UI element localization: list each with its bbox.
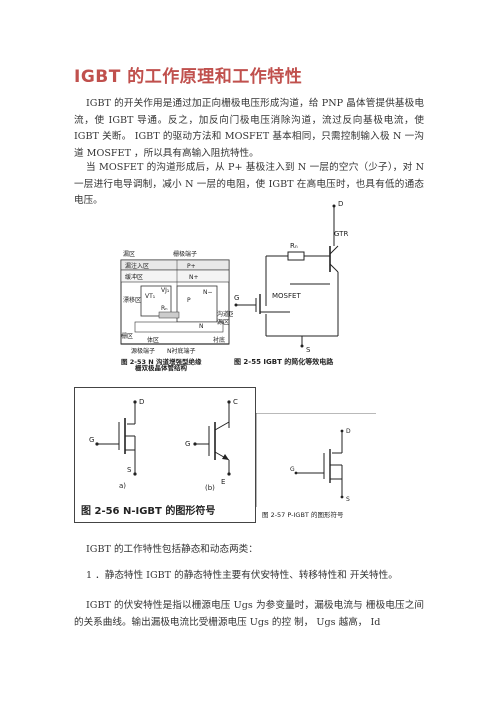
label-n-plus: N+ bbox=[189, 274, 199, 281]
paragraph-conductivity-modulation: 当 MOSFET 的沟道形成后，从 P+ 基极注入到 N 一层的空穴（少子），对… bbox=[74, 162, 424, 206]
paragraph-static-characteristics: 1 ．静态特性 IGBT 的静态特性主要有伏安特性、转移特性和 开关特性。 bbox=[86, 570, 398, 581]
label-p-drain: D bbox=[346, 428, 351, 435]
figure-p-igbt-symbol: D G S 图 2-57 P-IGBT 的图形符号 bbox=[255, 412, 376, 523]
paragraph-characteristics-intro: IGBT 的工作特性包括静态和动态两类： bbox=[86, 544, 258, 555]
label-p-source: S bbox=[346, 496, 350, 503]
label-mosfet: MOSFET bbox=[272, 292, 301, 300]
paragraph-iv-characteristics: IGBT 的伏安特性是指以栅源电压 Ugs 为参变量时，漏极电流与 栅极电压之间… bbox=[74, 600, 424, 628]
figure-n-igbt-symbols: D G S C G E a) (b) 图 2-56 N-IGBT 的图形符号 bbox=[74, 387, 256, 523]
caption-fig-2-56: 图 2-56 N-IGBT 的图形符号 bbox=[81, 506, 216, 517]
caption-fig-2-55: 图 2-55 IGBT 的简化等效电路 bbox=[234, 358, 334, 366]
label-rn: Rₙ bbox=[161, 305, 168, 312]
label-p-plus: P+ bbox=[187, 263, 196, 270]
label-substrate: 衬底 bbox=[213, 336, 225, 344]
caption-fig-2-53-line2: 栅双极晶体管结构 bbox=[135, 364, 187, 372]
label-injection-region: 漏注入区 bbox=[125, 262, 149, 270]
label-drift-region: 漂移区 bbox=[123, 296, 141, 304]
caption-fig-2-57: 图 2-57 P-IGBT 的图形符号 bbox=[262, 511, 344, 519]
page-title: IGBT 的工作原理和工作特性 bbox=[74, 67, 303, 87]
label-p: P bbox=[187, 297, 191, 304]
label-n: N bbox=[199, 323, 204, 330]
label-source-region: 源区 bbox=[217, 318, 229, 326]
label-gtr: GTR bbox=[334, 230, 348, 238]
caption-fig-2-53-line1: 图 2-53 N 沟道增强型绝缘 bbox=[121, 358, 202, 366]
label-sub-a: a) bbox=[119, 482, 126, 490]
n-igbt-symbol-diagram: D G S C G E a) (b) bbox=[89, 398, 238, 492]
label-sub-b: (b) bbox=[205, 484, 215, 492]
label-vt1: VT₁ bbox=[145, 293, 156, 300]
label-channel-region: 沟道区 bbox=[217, 310, 233, 318]
label-n-gate-b: G bbox=[185, 440, 190, 448]
label-buffer-region: 缓冲区 bbox=[125, 273, 143, 281]
figure-igbt-equivalent-circuit: D GTR Rₙ G MOSFET S 图 2-55 IGBT 的简化等效电路 bbox=[230, 194, 350, 368]
igbt-equivalent-circuit-diagram: D GTR Rₙ G MOSFET S bbox=[234, 200, 348, 354]
label-gate-region: 栅区 bbox=[121, 332, 133, 340]
label-gate: G bbox=[234, 294, 239, 302]
label-drain: D bbox=[338, 200, 343, 208]
label-resistor-rn: Rₙ bbox=[290, 242, 298, 250]
label-source: S bbox=[306, 346, 311, 354]
label-n-minus: N− bbox=[203, 289, 213, 296]
label-n-source: S bbox=[127, 466, 132, 474]
p-igbt-symbol-diagram: D G S bbox=[255, 412, 376, 523]
figure-igbt-structure: 漏区 栅极端子 漏注入区 P+ 缓冲区 N+ N− VT₁ VJ₁ P Rₙ N… bbox=[117, 194, 235, 372]
label-source-terminal: 源极端子 bbox=[131, 347, 155, 355]
label-n-substrate: N衬底端子 bbox=[167, 347, 196, 355]
igbt-structure-diagram: 漏区 栅极端子 漏注入区 P+ 缓冲区 N+ N− VT₁ VJ₁ P Rₙ N… bbox=[120, 250, 235, 355]
label-p-gate: G bbox=[290, 466, 295, 473]
label-emitter-region: 漏区 bbox=[123, 250, 135, 258]
label-gate-terminal: 栅极端子 bbox=[173, 250, 197, 258]
label-vj1: VJ₁ bbox=[161, 287, 170, 294]
label-n-gate: G bbox=[89, 436, 94, 444]
label-collector: C bbox=[233, 398, 238, 406]
paragraph-switching-principle: IGBT 的开关作用是通过加正向栅极电压形成沟道，给 PNP 晶体管提供基极电流… bbox=[74, 98, 424, 159]
label-body-region: 体区 bbox=[147, 336, 159, 344]
label-n-drain: D bbox=[139, 398, 144, 406]
label-emitter: E bbox=[221, 478, 225, 486]
